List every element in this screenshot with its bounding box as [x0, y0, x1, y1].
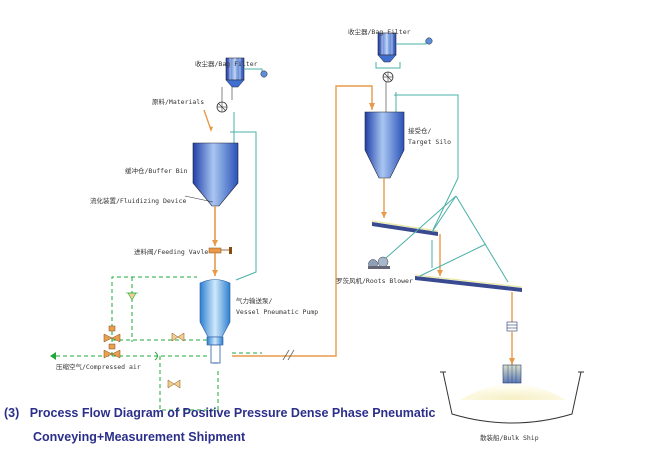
label-compressed-air: 压缩空气/Compressed air: [56, 362, 141, 371]
loading-spout: [506, 321, 518, 332]
conveyor-belt: [371, 220, 439, 236]
label-vessel-pump-cn: 气力输送泵/: [236, 296, 273, 305]
valve-icon: [171, 332, 185, 342]
valve-icon: [126, 292, 138, 301]
label-vessel-pump-en: Vessel Pneumatic Pump: [236, 308, 318, 316]
feeding-valve: [208, 247, 232, 254]
label-target-silo-cn: 接受仓/: [408, 126, 432, 135]
vessel-pneumatic-pump: [199, 279, 231, 364]
caption-title-line-2: Conveying+Measurement Shipment: [33, 430, 246, 444]
caption-line-1: (3) Process Flow Diagram of Positive Pre…: [4, 406, 435, 420]
conveyor-belt: [414, 274, 523, 292]
fan-icon: [425, 37, 433, 45]
caption-title-line-1: Process Flow Diagram of Positive Pressur…: [29, 406, 436, 420]
label-bag-filter-left: 收尘器/Bag Filter: [195, 59, 258, 68]
label-fluidizing-device: 流化装置/Fluidizing Device: [90, 196, 187, 205]
label-buffer-bin: 缓冲仓/Buffer Bin: [125, 166, 188, 175]
bag-filter-right: [377, 32, 397, 63]
label-bulk-ship: 散装船/Bulk Ship: [480, 433, 539, 442]
air-distribution-lines: [385, 195, 509, 283]
valve-icon: [167, 379, 181, 389]
label-roots-blower: 罗茨风机/Roots Blower: [336, 276, 413, 285]
buffer-bin: [192, 142, 239, 207]
compressed-air-lines: [56, 276, 262, 411]
caption-prefix: (3): [4, 406, 20, 420]
target-silo: [364, 111, 405, 179]
caption-line-2: Conveying+Measurement Shipment: [33, 430, 245, 444]
conveying-pipeline: [232, 85, 373, 357]
bulk-ship: [440, 364, 584, 424]
valve-icon: [103, 325, 121, 343]
label-bag-filter-right: 收尘器/Bag Filter: [348, 27, 411, 36]
label-materials: 原料/Materials: [152, 97, 204, 106]
label-feeding-valve: 进料阀/Feeding Vavle: [134, 247, 208, 256]
bag-filter-left: [225, 57, 245, 88]
valve-icon: [103, 343, 121, 359]
roots-blower: [368, 256, 390, 269]
fan-icon: [260, 70, 268, 78]
label-target-silo-en: Target Silo: [408, 138, 451, 146]
